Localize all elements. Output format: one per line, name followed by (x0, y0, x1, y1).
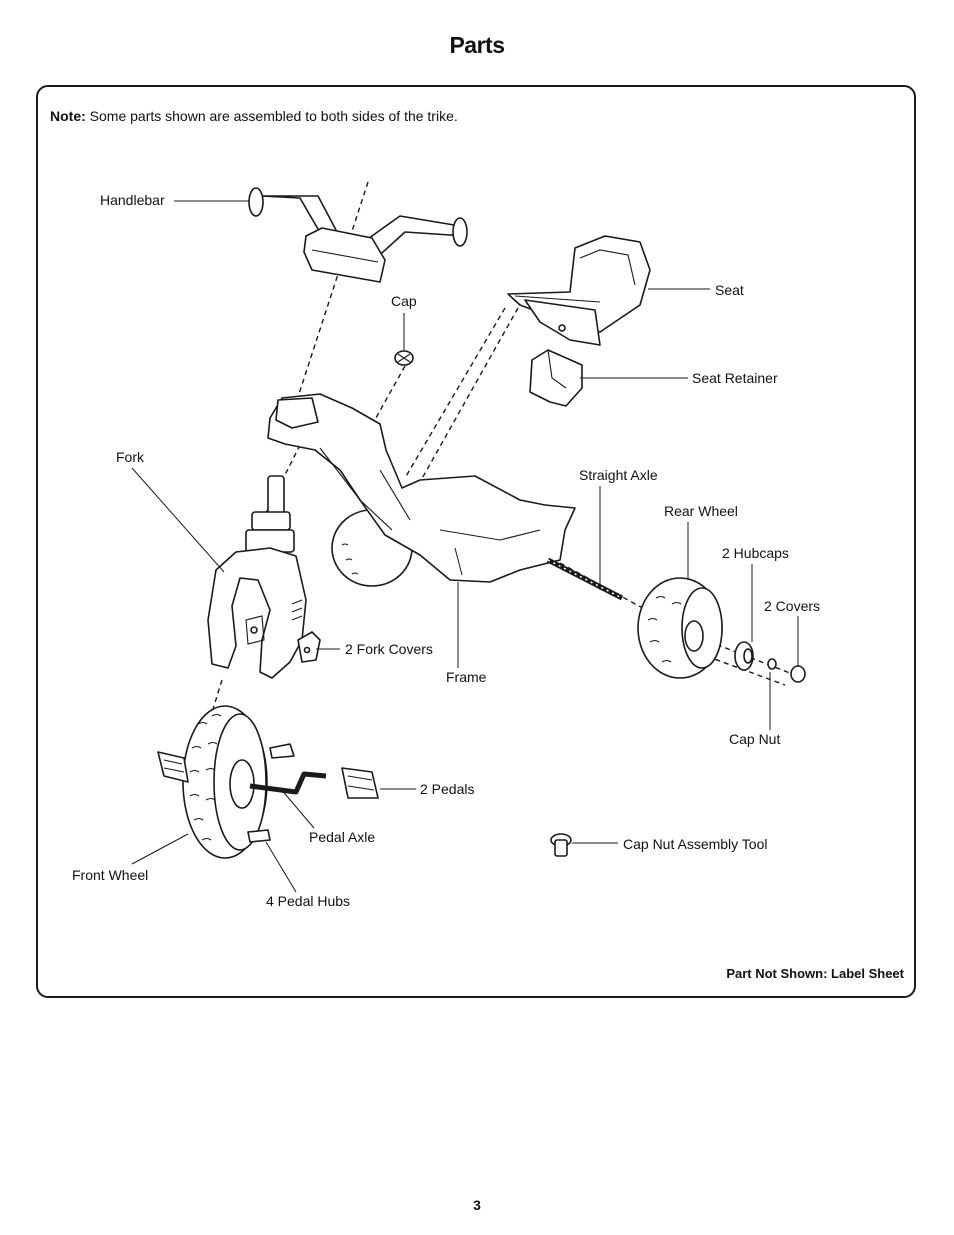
pedal-hub-part (247, 743, 295, 843)
note-prefix: Note: (50, 108, 86, 124)
label-frame: Frame (446, 669, 487, 685)
label-covers: 2 Covers (764, 598, 821, 614)
seat-part (507, 235, 651, 346)
label-fork-covers: 2 Fork Covers (345, 641, 433, 657)
fork-part (207, 475, 307, 679)
label-cap: Cap (391, 293, 417, 309)
label-handlebar: Handlebar (100, 192, 165, 208)
label-fork: Fork (116, 449, 144, 465)
cap-part (394, 350, 414, 366)
label-rear-wheel: Rear Wheel (664, 503, 738, 519)
part-not-shown-note: Part Not Shown: Label Sheet (726, 966, 904, 981)
label-front-wheel: Front Wheel (72, 867, 149, 883)
leader-lines (131, 200, 799, 893)
label-pedal-hubs: 4 Pedal Hubs (266, 893, 351, 909)
label-seat-retainer: Seat Retainer (692, 370, 778, 386)
parts-panel (36, 85, 916, 998)
label-cap-nut: Cap Nut (729, 731, 781, 747)
note: Note: Some parts shown are assembled to … (50, 108, 458, 124)
page-number: 3 (473, 1197, 481, 1213)
handlebar-part (248, 187, 468, 283)
label-pedals: 2 Pedals (420, 781, 475, 797)
straight-axle-part (546, 557, 624, 601)
frame-part (267, 393, 576, 587)
assembly-lines (204, 181, 796, 736)
seat-retainer-part (529, 349, 583, 407)
page-title: Parts (449, 32, 505, 58)
cap-nut-tool-part (550, 833, 572, 857)
fork-cover-part (297, 631, 321, 663)
pedal-axle-part (249, 771, 327, 795)
pedal-part-right (341, 767, 379, 799)
label-cap-nut-tool: Cap Nut Assembly Tool (623, 836, 768, 852)
note-text: Some parts shown are assembled to both s… (85, 108, 458, 124)
label-straight-axle: Straight Axle (579, 467, 658, 483)
cover-part (767, 658, 806, 683)
hubcap-part (734, 641, 754, 671)
front-wheel-part (182, 705, 268, 859)
rear-wheel-part (637, 577, 723, 679)
label-hubcaps: 2 Hubcaps (722, 545, 789, 561)
pedal-part-left (157, 751, 189, 783)
label-seat: Seat (715, 282, 744, 298)
label-pedal-axle: Pedal Axle (309, 829, 376, 845)
